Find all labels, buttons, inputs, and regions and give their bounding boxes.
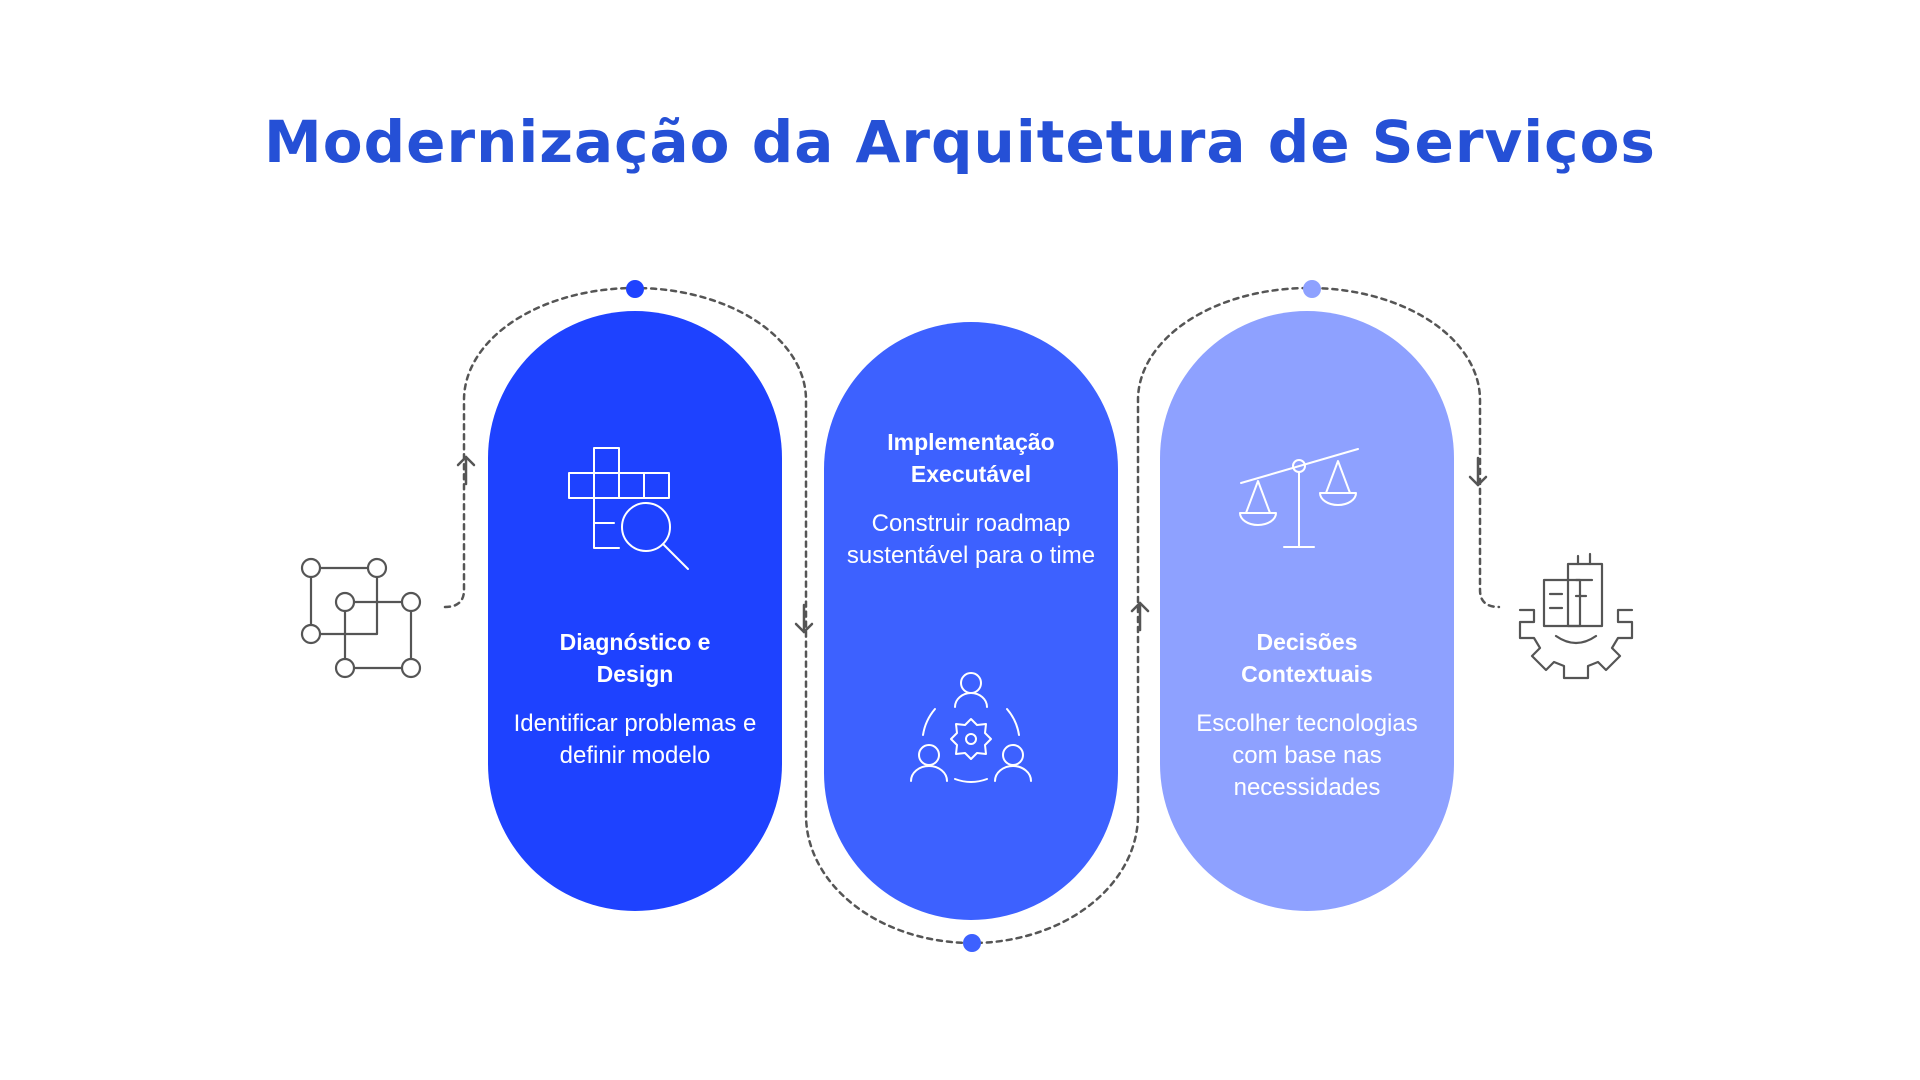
arrow-down-icon bbox=[794, 603, 814, 634]
step-title: Diagnóstico e Design bbox=[559, 629, 711, 687]
connected-squares-icon bbox=[300, 557, 422, 679]
step-diagnostico-design: Diagnóstico e Design Identificar problem… bbox=[488, 311, 782, 911]
connector-dot-bottom bbox=[963, 934, 981, 952]
connector-dot-top-left bbox=[626, 280, 644, 298]
step-description: Construir roadmap sustentável para o tim… bbox=[846, 510, 1096, 569]
page-title: Modernização da Arquitetura de Serviços bbox=[264, 108, 1656, 176]
step-title: Decisões Contextuais bbox=[1241, 629, 1373, 687]
step-decisoes-contextuais: Decisões Contextuais Escolher tecnologia… bbox=[1160, 311, 1454, 911]
arrow-down-icon bbox=[1468, 456, 1488, 487]
step-title: Implementação Executável bbox=[887, 429, 1055, 487]
arrow-up-icon bbox=[1130, 601, 1150, 632]
step-implementacao-executavel: Implementação Executável Construir roadm… bbox=[824, 322, 1118, 920]
step-description: Escolher tecnologias com base nas necess… bbox=[1196, 710, 1418, 801]
gear-building-icon bbox=[1518, 552, 1634, 680]
step-description: Identificar problemas e definir modelo bbox=[513, 710, 757, 769]
team-gear-icon bbox=[910, 672, 1032, 783]
arrow-up-icon bbox=[456, 455, 476, 486]
balance-scale-icon bbox=[1239, 448, 1359, 548]
crossword-search-icon bbox=[568, 447, 689, 570]
connector-dot-top-right bbox=[1303, 280, 1321, 298]
